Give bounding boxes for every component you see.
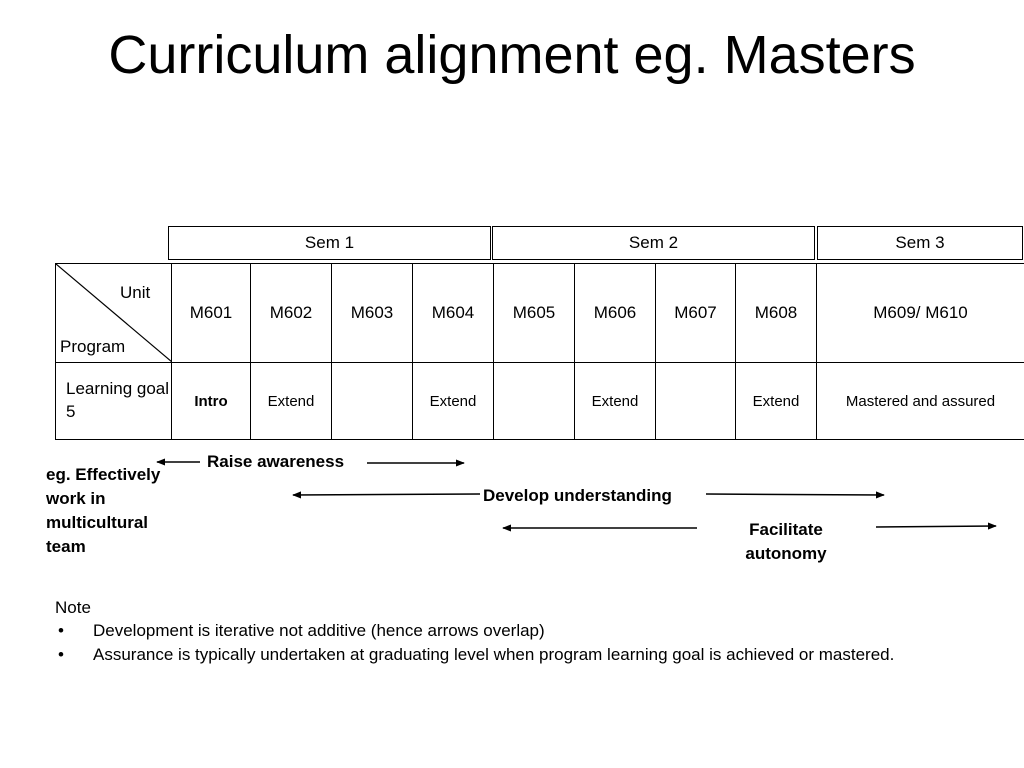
unit-m602: M602 xyxy=(250,263,332,363)
goal-cell-m604: Extend xyxy=(412,362,494,440)
unit-m601: M601 xyxy=(171,263,251,363)
note-section: Note • Development is iterative not addi… xyxy=(55,597,975,668)
unit-m605: M605 xyxy=(493,263,575,363)
note-list: • Development is iterative not additive … xyxy=(55,620,975,665)
develop-understanding-label: Develop understanding xyxy=(483,486,672,505)
facilitate-autonomy-label: Facilitate autonomy xyxy=(745,520,827,563)
goal-cell-m608: Extend xyxy=(735,362,817,440)
example-goal-text: eg. Effectively work in multicultural te… xyxy=(46,465,161,556)
goal-cell-m601: Intro xyxy=(171,362,251,440)
learning-goal-label: Learning goal 5 xyxy=(55,362,172,440)
semester-3-header: Sem 3 xyxy=(817,226,1023,260)
facilitate-autonomy-arrow-right xyxy=(875,522,997,530)
bullet-icon: • xyxy=(58,645,64,664)
slide-title: Curriculum alignment eg. Masters xyxy=(108,25,916,85)
unit-m604: M604 xyxy=(412,263,494,363)
raise-awareness-label: Raise awareness xyxy=(207,452,345,471)
note-item-text: Development is iterative not additive (h… xyxy=(93,621,545,640)
alignment-table: Unit Program M601 M602 M603 M604 M605 M6… xyxy=(55,263,1024,440)
goal-cell-m609-m610: Mastered and assured xyxy=(816,362,1024,440)
semester-1-header: Sem 1 xyxy=(168,226,491,260)
goal-cell-m606: Extend xyxy=(574,362,656,440)
unit-row: Unit Program M601 M602 M603 M604 M605 M6… xyxy=(55,263,1024,363)
note-heading: Note xyxy=(55,598,91,617)
goal-cell-m605 xyxy=(493,362,575,440)
corner-cell: Unit Program xyxy=(55,263,172,363)
program-axis-label: Program xyxy=(60,337,126,356)
unit-m608: M608 xyxy=(735,263,817,363)
semester-2-header: Sem 2 xyxy=(492,226,815,260)
develop-understanding-arrow-right xyxy=(705,491,885,499)
note-item-1: • Development is iterative not additive … xyxy=(55,620,975,641)
note-item-text: Assurance is typically undertaken at gra… xyxy=(93,645,895,664)
unit-axis-label: Unit xyxy=(120,283,151,302)
corner-diagonal xyxy=(56,264,172,362)
unit-m609-m610: M609/ M610 xyxy=(816,263,1024,363)
goal-cell-m607 xyxy=(655,362,736,440)
develop-understanding-arrow-left xyxy=(292,491,481,499)
unit-m606: M606 xyxy=(574,263,656,363)
unit-m607: M607 xyxy=(655,263,736,363)
note-item-2: • Assurance is typically undertaken at g… xyxy=(55,644,975,665)
learning-goal-row: Learning goal 5 Intro Extend Extend Exte… xyxy=(55,362,1024,440)
bullet-icon: • xyxy=(58,621,64,640)
